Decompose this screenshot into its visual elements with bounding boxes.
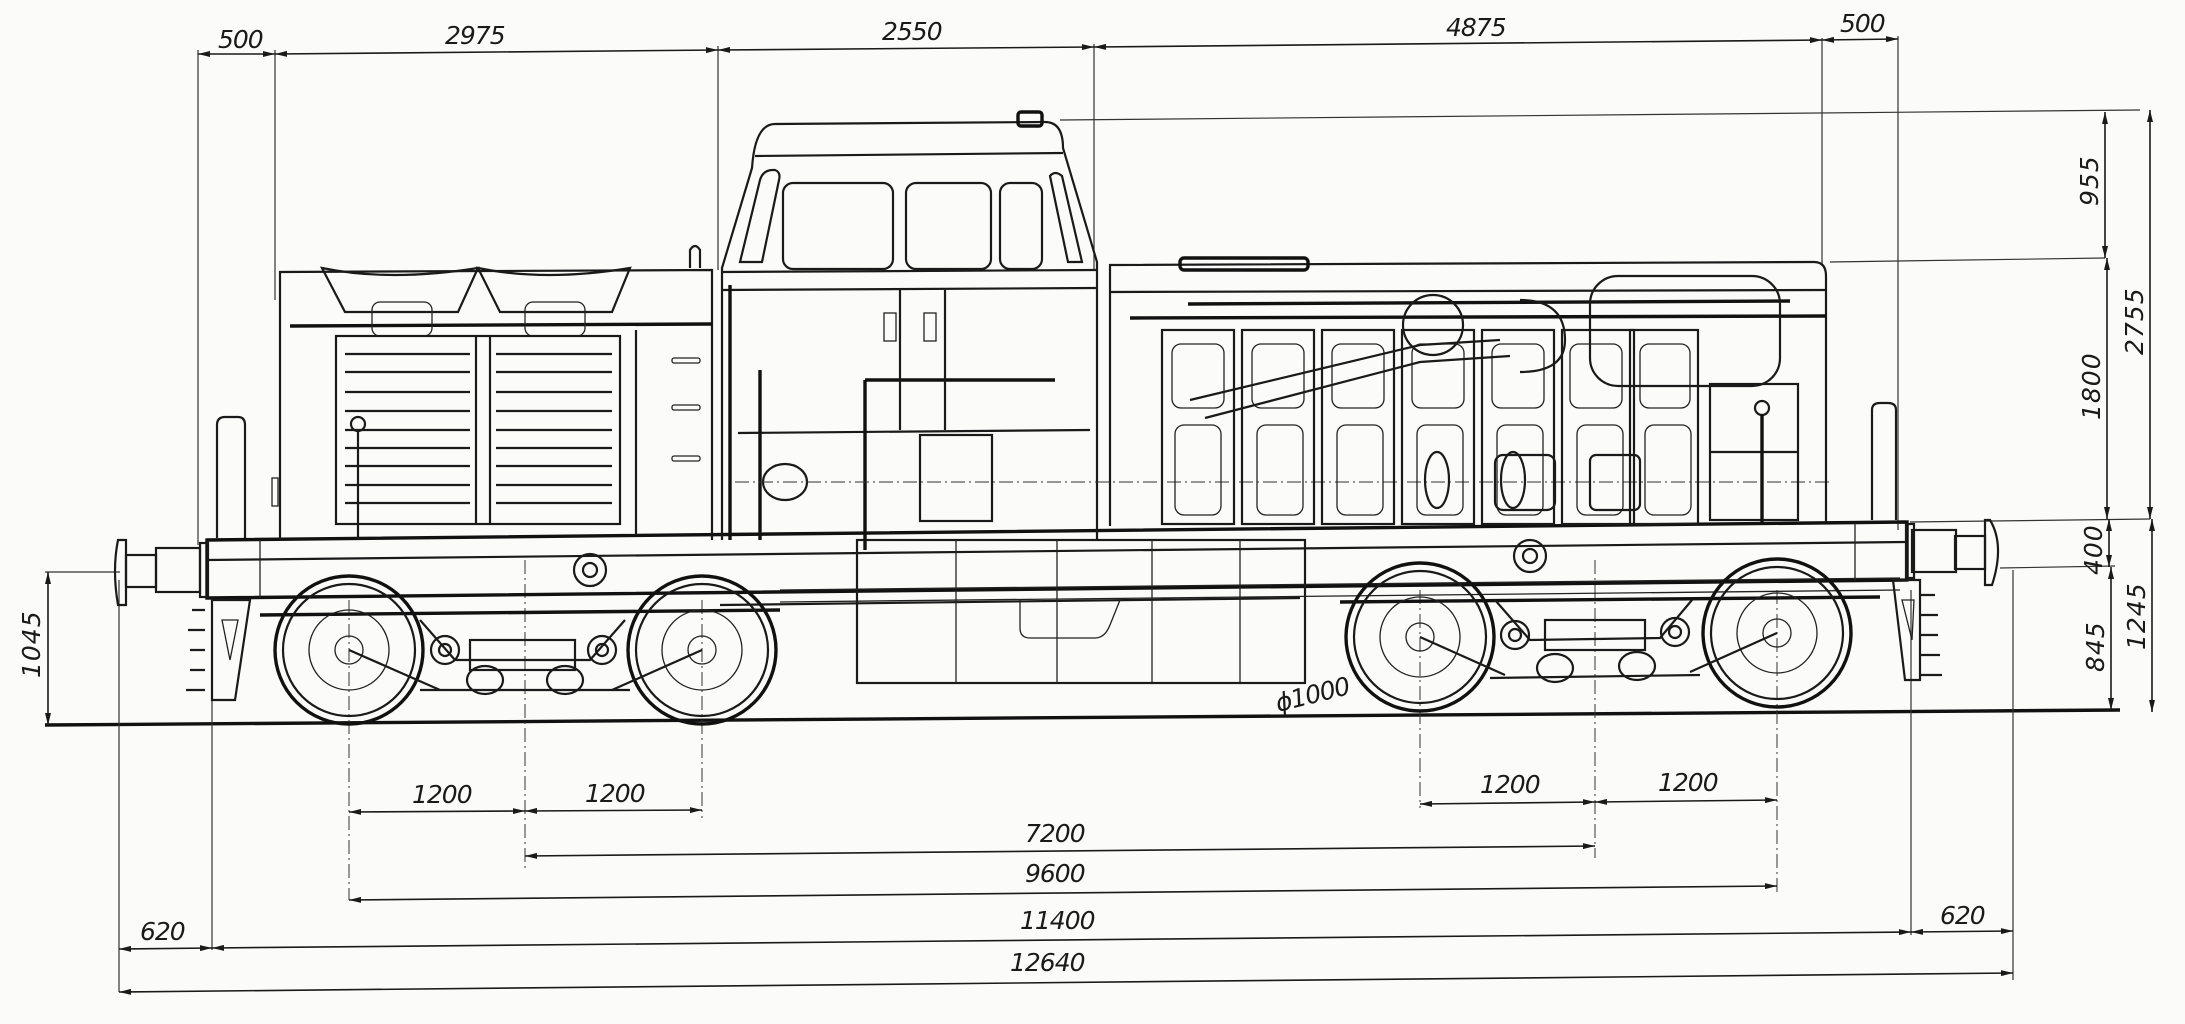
steps-left [186, 598, 252, 702]
dim-frame-depth: 400 [2079, 524, 2108, 575]
wheel-rear-1 [1344, 561, 1496, 713]
dim-buffer-centre-height: 1045 [17, 610, 46, 678]
right-dimension-chain: 955 1800 400 845 2755 1245 [2075, 110, 2155, 712]
dim-front-axles-b: 1200 [585, 779, 645, 808]
dim-buffer-height: 845 [2081, 621, 2110, 672]
short-hood [215, 244, 714, 540]
dim-long-hood: 4875 [1446, 13, 1506, 42]
dim-total-wheelbase: 9600 [1025, 859, 1085, 888]
dim-overhang-left: 500 [218, 25, 263, 54]
buffer-right [1904, 518, 2000, 587]
wheel-front-1 [273, 574, 425, 726]
dim-buffer-overhang-left: 620 [140, 917, 185, 946]
dim-short-hood: 2975 [445, 21, 505, 50]
bottom-dimension-chain: 1200 1200 1200 1200 7200 9600 11400 620 … [118, 768, 2014, 995]
dim-cab: 2550 [882, 17, 942, 46]
dim-front-axles-a: 1200 [412, 780, 472, 809]
dim-frame-length: 11400 [1020, 906, 1095, 935]
dim-length-over-buffers: 12640 [1010, 948, 1085, 977]
extension-lines [44, 36, 2151, 992]
long-hood [1108, 256, 1898, 526]
wheel-rear-2 [1701, 557, 1853, 709]
dim-rear-axles-b: 1200 [1658, 768, 1718, 797]
dim-rear-axles-a: 1200 [1480, 770, 1540, 799]
wheel-front-2 [626, 574, 778, 726]
bogie-rear [1339, 538, 1881, 713]
hood-doors [1160, 328, 1700, 526]
dim-frame-top-height: 1245 [2122, 582, 2151, 650]
dim-bogie-centres: 7200 [1025, 819, 1085, 848]
dim-overhang-right: 500 [1840, 9, 1885, 38]
top-dimension-chain: 500 2975 2550 4875 500 [198, 9, 1899, 57]
dim-body-height: 2755 [2120, 287, 2149, 355]
steps-right [1891, 578, 1942, 682]
fuel-tank [779, 538, 1901, 685]
dim-cab-above-hood: 955 [2075, 155, 2104, 206]
cab [720, 110, 1830, 550]
bogie-front [259, 552, 781, 726]
dim-hood-height: 1800 [2077, 352, 2106, 420]
buffer-left [113, 538, 210, 607]
wheel-diameter-label: ϕ1000 [1272, 671, 1352, 717]
left-dimension: 1045 [17, 572, 51, 725]
radiator-louvres [345, 352, 612, 505]
dim-buffer-overhang-right: 620 [1940, 901, 1985, 930]
